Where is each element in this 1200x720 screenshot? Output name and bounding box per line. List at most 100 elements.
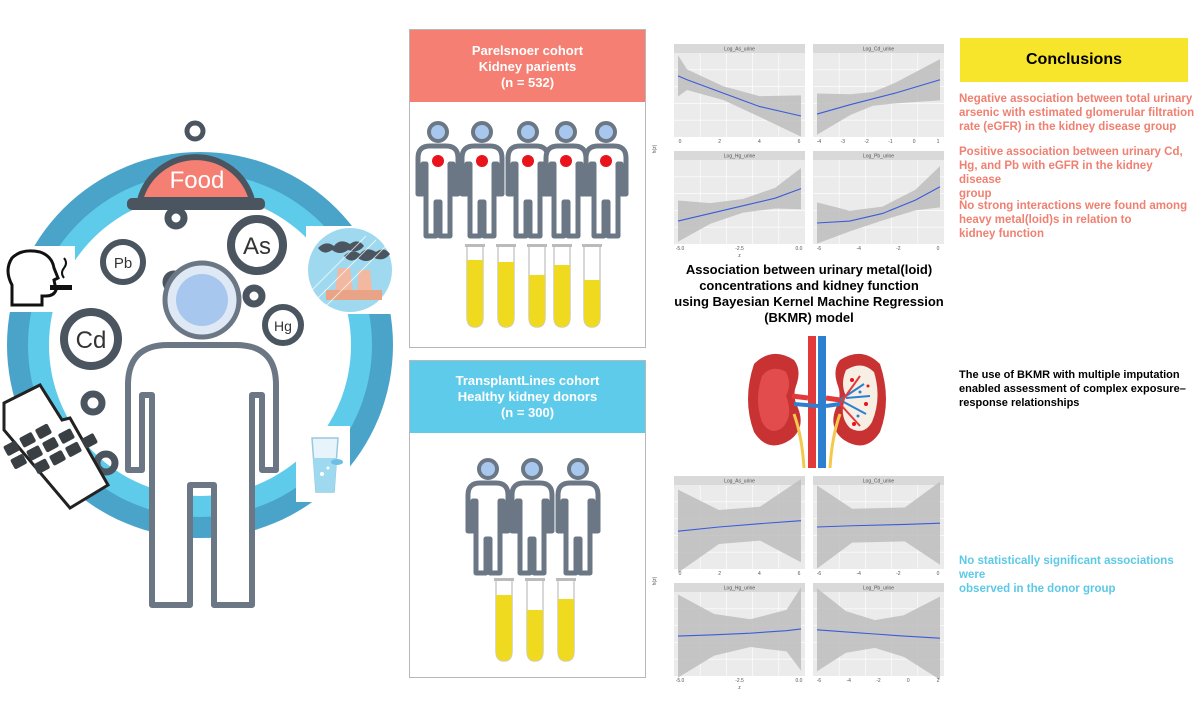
- x-tick-label: 0: [937, 246, 940, 252]
- patient-person-icon: [508, 123, 548, 236]
- facet-panel: Log_Pb_urine -6 -4 -2 0 2: [813, 583, 944, 684]
- food-cloche-icon: [127, 120, 265, 210]
- facet-title: Log_As_urine: [724, 47, 755, 53]
- x-tick-label: 1: [937, 139, 940, 145]
- x-tick-label: -2: [876, 678, 881, 684]
- x-tick-label: 0: [913, 139, 916, 145]
- x-tick-label: 0: [937, 571, 940, 577]
- x-tick-label: -6: [817, 246, 822, 252]
- confidence-band: [817, 166, 940, 244]
- facet-strip: [674, 476, 805, 485]
- svg-text:As: As: [243, 233, 271, 260]
- facet-strip: [813, 583, 944, 592]
- urine-tube-icon: [524, 577, 546, 662]
- x-tick-label: 2: [718, 571, 721, 577]
- exposure-response-line: [816, 186, 941, 224]
- x-tick-label: -2: [864, 139, 869, 145]
- facet-strip: [674, 44, 805, 53]
- confidence-band: [678, 587, 801, 678]
- x-tick-label: 0.0: [796, 246, 803, 252]
- facet-title: Log_Hg_urine: [724, 154, 756, 160]
- exposure-response-line: [677, 75, 802, 117]
- patient-person-icon: [462, 123, 502, 236]
- cd-badge: Cd: [60, 308, 122, 370]
- cohort-subtitle: Healthy kidney donors: [457, 389, 598, 404]
- x-tick-label: -4: [856, 246, 861, 252]
- x-tick-label: -4: [847, 678, 852, 684]
- food-label: Food: [170, 167, 225, 194]
- cohort-title: Parelsnoer cohort: [471, 43, 584, 58]
- exposure-response-line: [677, 628, 802, 637]
- exposure-response-line: [677, 520, 802, 532]
- patient-person-icon: [546, 123, 586, 236]
- x-tick-label: -2.5: [735, 246, 744, 252]
- center-title: Association between urinary metal(loid) …: [674, 262, 944, 325]
- facet-title: Log_Pb_urine: [863, 154, 894, 160]
- y-axis-label: h(z): [652, 576, 658, 585]
- x-tick-label: -2.5: [735, 678, 744, 684]
- patients-figure: [410, 110, 645, 328]
- finding-donor-group: No statistically significant association…: [959, 555, 1174, 595]
- factory-icon: [306, 226, 394, 314]
- x-tick-label: 6: [798, 571, 801, 577]
- x-tick-label: 6: [798, 139, 801, 145]
- cohort-n: (n = 300): [500, 405, 555, 420]
- exposure-response-line: [816, 629, 941, 639]
- x-tick-label: -1: [888, 139, 893, 145]
- facet-strip: [674, 151, 805, 160]
- y-axis-label: h(z): [652, 144, 658, 153]
- x-tick-label: 0: [679, 139, 682, 145]
- finding-cd-hg-pb: Positive association between urinary Cd,…: [959, 146, 1183, 200]
- svg-text:Cd: Cd: [76, 327, 107, 354]
- urine-tube-icon: [493, 577, 515, 662]
- confidence-band: [678, 168, 801, 242]
- x-tick-label: -3: [841, 139, 846, 145]
- x-tick-label: -4: [817, 139, 822, 145]
- x-tick-label: -2: [896, 571, 901, 577]
- x-tick-label: -6: [817, 571, 822, 577]
- x-tick-label: 0: [907, 678, 910, 684]
- kidneys-icon: [748, 336, 886, 468]
- hg-badge: Hg: [262, 304, 304, 346]
- x-tick-label: -4: [856, 571, 861, 577]
- x-tick-label: 0.0: [796, 678, 803, 684]
- x-tick-label: 2: [937, 678, 940, 684]
- x-axis-label: z: [738, 253, 741, 258]
- donor-person-icon: [468, 460, 508, 573]
- x-tick-label: -6: [817, 678, 822, 684]
- pb-badge: Pb: [100, 239, 146, 285]
- facet-strip: [813, 476, 944, 485]
- x-tick-label: 0: [679, 571, 682, 577]
- patient-person-icon: [418, 123, 458, 236]
- person-icon: [125, 260, 279, 608]
- water-glass-icon: [296, 426, 350, 502]
- as-badge: As: [227, 215, 287, 275]
- facet-title: Log_As_urine: [724, 479, 755, 485]
- cohort-title: TransplantLines cohort: [455, 373, 600, 388]
- x-tick-label: -2: [896, 246, 901, 252]
- donor-person-icon: [512, 460, 552, 573]
- facet-title: Log_Pb_urine: [863, 586, 894, 592]
- donors-figure: [410, 447, 645, 662]
- donor-person-icon: [558, 460, 598, 573]
- exposure-illustration: Food Pb As Cd Hg: [2, 120, 394, 608]
- keyboard-icon: [2, 383, 111, 510]
- x-tick-label: 4: [758, 139, 761, 145]
- x-axis-label: z: [738, 685, 741, 690]
- confidence-band: [678, 479, 801, 573]
- finding-arsenic: Negative association between total urina…: [959, 93, 1195, 133]
- facet-strip: [674, 583, 805, 592]
- x-tick-label: 2: [718, 139, 721, 145]
- finding-bkmr-method: The use of BKMR with multiple imputation…: [959, 369, 1186, 409]
- exposure-response-line: [816, 522, 941, 528]
- svg-text:Hg: Hg: [274, 318, 292, 334]
- urine-tube-icon: [464, 243, 486, 328]
- cohort-n: (n = 532): [500, 75, 555, 90]
